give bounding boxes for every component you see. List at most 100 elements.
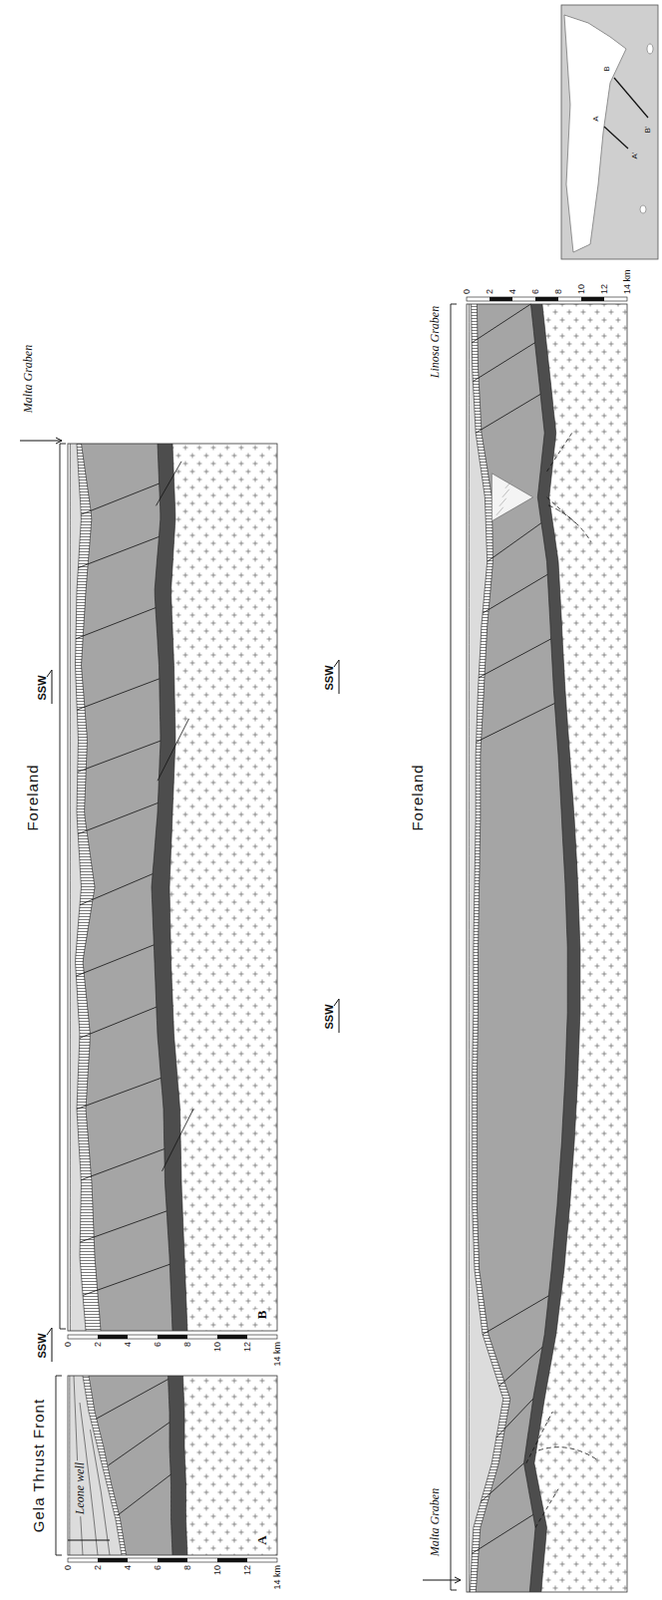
graben-fill (491, 473, 533, 522)
fault-line (538, 1447, 599, 1461)
fault-line (77, 740, 161, 772)
layer-boundary (75, 443, 87, 1331)
malta-island (647, 43, 654, 54)
direction-label: SSW (36, 674, 48, 700)
region-label: Gela Thrust Front (30, 1398, 46, 1533)
triassic-layer (67, 1375, 188, 1556)
fault-line (472, 342, 535, 382)
section-label: A (255, 1534, 269, 1546)
fault-line (499, 1347, 543, 1387)
fault-line (96, 1379, 169, 1420)
graben-texture (499, 498, 507, 507)
carbonate-layer (67, 1375, 173, 1556)
upper-layer (67, 443, 86, 1331)
scale-bar (217, 1558, 248, 1563)
depth-tick: 6 (153, 1341, 163, 1347)
scale-bar (97, 1558, 128, 1563)
map-label: A' (631, 152, 640, 160)
fault-line (79, 1211, 167, 1243)
direction-arrow (333, 660, 339, 694)
fault-line (75, 608, 156, 640)
depth-tick: 10 (213, 1341, 223, 1352)
fault-line (77, 536, 159, 568)
graben-arrow (422, 1577, 461, 1584)
hatched-layer (67, 443, 101, 1331)
fault-line (77, 802, 158, 834)
depth-tick: 12 (243, 1341, 253, 1352)
fault-line (80, 1149, 164, 1181)
section-frame (67, 1375, 278, 1556)
scale-bar (157, 1334, 188, 1339)
depth-tick: 14 km (273, 1341, 283, 1367)
graben-texture (502, 489, 510, 498)
fault-line (156, 461, 183, 507)
depth-tick: 4 (123, 1341, 133, 1347)
bracket (55, 1375, 62, 1556)
layer-boundary (151, 443, 173, 1331)
direction-label: SSW (324, 1003, 335, 1029)
fault-line (548, 505, 592, 543)
fault-line (108, 1422, 171, 1466)
fault-line (487, 523, 542, 563)
scale-bar (489, 297, 513, 302)
depth-tick: 12 (243, 1565, 253, 1576)
section-label: B (255, 1310, 269, 1322)
basement (466, 304, 628, 1593)
bracket (59, 443, 66, 1329)
fault-line (76, 678, 159, 710)
fault-line (476, 703, 556, 743)
fault-line (157, 718, 190, 781)
triassic-layer (466, 304, 581, 1593)
fault-line (472, 1514, 534, 1554)
fault-line (480, 1463, 524, 1503)
scale-bar (67, 1558, 278, 1563)
layer-boundary (168, 1375, 174, 1556)
direction-arrow (333, 998, 339, 1033)
depth-tick: 14 km (623, 269, 633, 295)
depth-tick: 8 (554, 289, 564, 295)
depth-tick: 6 (153, 1565, 163, 1571)
depth-tick: 0 (462, 289, 472, 295)
map-sea (561, 4, 659, 260)
graben-label: Malta Graben (428, 1488, 441, 1557)
fault-line (79, 874, 153, 906)
fault-line (75, 945, 154, 977)
region-label: Foreland (24, 763, 40, 831)
fault-line (526, 1411, 553, 1464)
scale-bar (157, 1558, 188, 1563)
fault-line (82, 1264, 170, 1296)
scale-bar (581, 297, 605, 302)
layer-boundary (468, 304, 470, 1593)
direction-arrow (46, 1327, 52, 1362)
map-label: A (592, 115, 601, 121)
graben-label: Linosa Graben (428, 306, 441, 378)
graben-texture (496, 507, 504, 516)
layer-boundary (81, 443, 102, 1331)
depth-tick: 6 (531, 289, 541, 295)
fault-line (162, 1109, 195, 1172)
scale-bar (535, 297, 559, 302)
layer-boundary (68, 1375, 70, 1556)
scale-bar (97, 1334, 128, 1339)
map-label: B (603, 65, 612, 71)
depth-tick: 8 (183, 1565, 193, 1571)
section-trace (604, 126, 629, 149)
layer-boundary (169, 443, 188, 1331)
thrust-line (90, 1429, 111, 1556)
layer-boundary (69, 443, 71, 1331)
depth-tick: 14 km (273, 1565, 283, 1591)
fault-line (496, 1398, 534, 1438)
upper-layer (67, 1375, 122, 1556)
layer-boundary (82, 1375, 122, 1556)
fault-line (475, 393, 541, 433)
layer-boundary (183, 1375, 189, 1556)
section-frame (466, 304, 628, 1593)
fault-line (471, 304, 531, 343)
fault-line (80, 483, 159, 515)
depth-tick: 0 (63, 1341, 73, 1347)
depth-tick: 10 (213, 1565, 223, 1576)
basement (67, 1375, 278, 1556)
section-trace (614, 77, 649, 118)
direction-label: SSW (36, 1332, 48, 1358)
